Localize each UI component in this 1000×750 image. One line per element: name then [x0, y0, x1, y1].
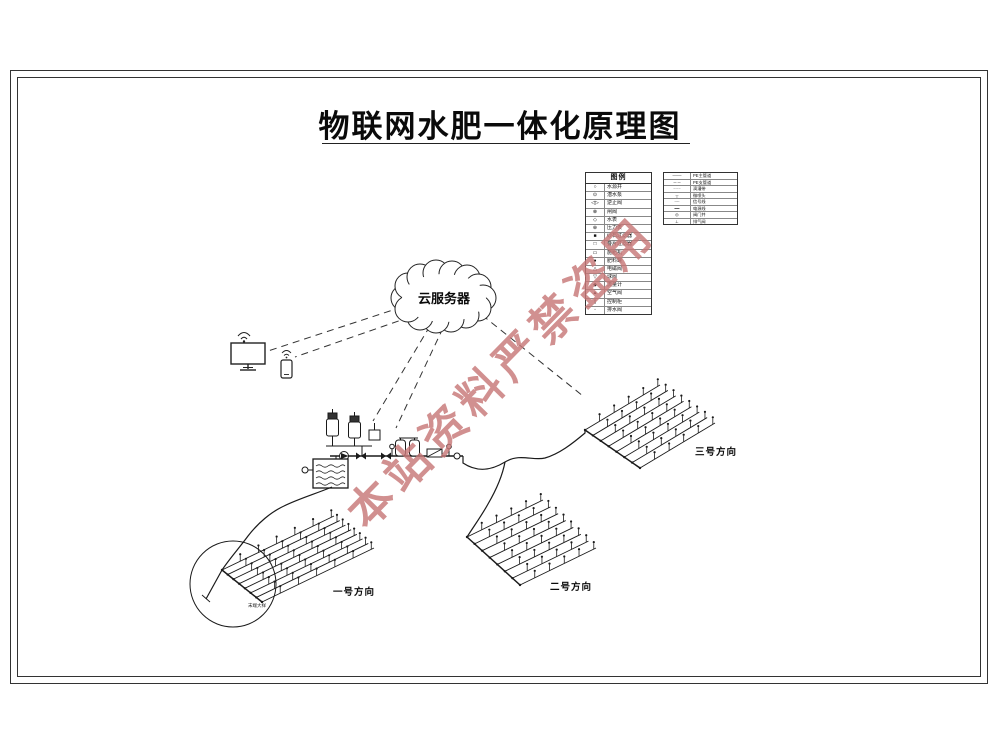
legend-item-label: 微喷头 — [693, 192, 706, 198]
legend-row: ⊙ 潜水泵 — [586, 192, 651, 201]
legend-item-label: 排水阀 — [607, 306, 623, 313]
field-1-label: 一号方向 — [333, 586, 375, 598]
legend-symbol-icon: △ — [586, 265, 605, 274]
legend-symbol-icon: ◁▷ — [586, 200, 605, 208]
smartphone-icon — [280, 359, 293, 379]
legend-item-label: 压力表 — [607, 224, 623, 231]
legend-item-label: 排气阀 — [693, 218, 706, 224]
legend-symbol-icon: ━━ — [664, 205, 691, 211]
legend-symbol-icon: ┈┈┈ — [664, 186, 691, 192]
legend-row: △ 电磁阀 — [586, 265, 651, 275]
legend-symbol-icon: ┬ — [664, 192, 691, 198]
desktop-monitor-icon — [230, 342, 266, 371]
callout-note: 末端大样 — [248, 602, 266, 609]
legend-row: ◎ 阀门井 — [664, 212, 737, 219]
legend-row: ● 肥料罐 — [586, 257, 651, 266]
field-3-label: 三号方向 — [695, 446, 737, 458]
legend-item-label: 施肥机 — [607, 249, 623, 256]
legend-symbol-icon: ◆ — [586, 282, 605, 290]
legend-symbol-icon: ▽ — [586, 274, 605, 282]
legend-item-label: 信号线 — [693, 199, 706, 204]
border-frame-inner — [17, 77, 981, 677]
legend-item-label: 流量计 — [607, 282, 623, 289]
legend-item-label: 潜水泵 — [607, 192, 623, 199]
legend-symbol-icon: ⊕ — [586, 224, 605, 233]
legend-symbol-icon: ▲ — [586, 290, 605, 298]
fertigation-station — [301, 409, 463, 489]
drawing-title: 物联网水肥一体化原理图 — [318, 109, 682, 144]
legend-symbol-icon: ─ ─ — [664, 179, 691, 185]
legend-symbol-icon: ⊙ — [586, 192, 605, 200]
legend-item-label: 肥料罐 — [607, 257, 623, 264]
legend-row: ◇ 水表 — [586, 216, 651, 225]
legend-row: ○ 水源井 — [586, 184, 651, 193]
title-underline — [322, 143, 690, 144]
legend-row: □ 叠片过滤器 — [586, 241, 651, 250]
border-frame-outer — [10, 70, 988, 684]
legend-item-label: PE支管道 — [693, 179, 712, 185]
irrigation-field-3 — [583, 378, 716, 470]
legend-table-lines: ─── PE主管道 ─ ─ PE支管道 ┈┈┈ 滴灌带 ┬ 微喷头 ╌╌ 信号线 — [663, 172, 738, 225]
legend-row: ━━ 电源线 — [664, 205, 737, 212]
legend-row: ▽ 球阀 — [586, 274, 651, 283]
legend-item-label: 逆止阀 — [607, 200, 623, 207]
field-2-label: 二号方向 — [550, 581, 592, 593]
legend-item-label: 空气阀 — [607, 290, 623, 297]
legend-item-label: 滴灌带 — [693, 186, 706, 191]
legend-item-label: 控制柜 — [607, 298, 623, 305]
legend-item-label: PE主管道 — [693, 173, 712, 178]
legend-symbol-icon: ⊗ — [586, 208, 605, 216]
legend-row: ╌╌ 信号线 — [664, 199, 737, 206]
legend-item-label: 砂石过滤器 — [607, 233, 633, 240]
legend-row: ◆ 流量计 — [586, 282, 651, 291]
legend-row: ⊕ 压力表 — [586, 224, 651, 234]
main-supply-pipes — [201, 430, 586, 603]
phone-wifi-icon — [281, 350, 292, 359]
legend-symbol-icon: ■ — [586, 233, 605, 241]
legend-row: ─── PE主管道 — [664, 173, 737, 180]
legend-item-label: 电磁阀 — [607, 265, 623, 272]
legend-item-label: 叠片过滤器 — [607, 241, 633, 248]
legend-row: ▭ 施肥机 — [586, 249, 651, 258]
legend-item-label: 球阀 — [607, 274, 618, 281]
legend-symbol-icon: ◇ — [586, 216, 605, 224]
legend-row: ┬ 微喷头 — [664, 192, 737, 199]
legend-items: ○ 水源井 ⊙ 潜水泵 ◁▷ 逆止阀 ⊗ 闸阀 ◇ 水表 — [586, 184, 651, 314]
legend-row: ■ 砂石过滤器 — [586, 233, 651, 242]
legend-table-main: 图例 ○ 水源井 ⊙ 潜水泵 ◁▷ 逆止阀 ⊗ 闸阀 ◇ — [585, 172, 652, 315]
legend-item-label: 水源井 — [607, 184, 623, 190]
legend-row: ─ ─ PE支管道 — [664, 179, 737, 186]
legend-row: ⊥ 排气阀 — [664, 218, 737, 224]
legend-symbol-icon: ▭ — [586, 249, 605, 257]
legend-row: ⊗ 闸阀 — [586, 208, 651, 217]
legend-symbol-icon: ⊥ — [664, 218, 691, 224]
legend-symbol-icon: ╌╌ — [664, 199, 691, 205]
legend-row: ◁▷ 逆止阀 — [586, 200, 651, 209]
legend-title: 图例 — [586, 173, 651, 184]
legend-item-label: 闸阀 — [607, 208, 618, 215]
legend-item-label: 电源线 — [693, 205, 706, 211]
irrigation-field-1 — [220, 509, 375, 604]
detail-callout-circle — [189, 540, 277, 628]
legend-row: ◦ 排水阀 — [586, 306, 651, 314]
legend-symbol-icon: ○ — [586, 184, 605, 192]
legend-item-label: 阀门井 — [693, 212, 706, 217]
legend-symbol-icon: ◦ — [586, 306, 605, 314]
legend-symbol-icon: ▯ — [586, 298, 605, 306]
wifi-signal-icon — [237, 331, 251, 343]
legend-symbol-icon: ● — [586, 257, 605, 265]
network-dashed-links — [267, 306, 584, 429]
irrigation-field-2 — [465, 492, 597, 587]
legend-item-label: 水表 — [607, 216, 618, 223]
legend-symbol-icon: □ — [586, 241, 605, 249]
legend-row: ┈┈┈ 滴灌带 — [664, 186, 737, 193]
legend-items: ─── PE主管道 ─ ─ PE支管道 ┈┈┈ 滴灌带 ┬ 微喷头 ╌╌ 信号线 — [664, 173, 737, 224]
legend-row: ▲ 空气阀 — [586, 290, 651, 299]
cloud-label: 云服务器 — [418, 291, 471, 306]
legend-row: ▯ 控制柜 — [586, 298, 651, 307]
cloud-server: 云服务器 — [390, 259, 497, 334]
legend-symbol-icon: ◎ — [664, 212, 691, 218]
legend-symbol-icon: ─── — [664, 173, 691, 179]
